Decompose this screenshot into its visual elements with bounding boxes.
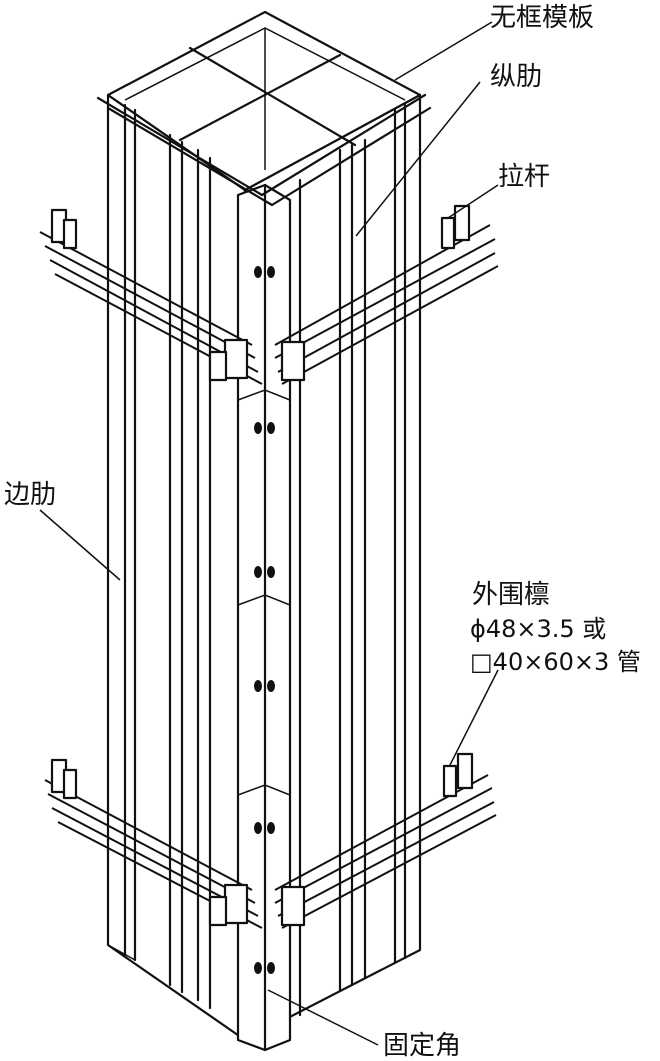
upper-purlin-band bbox=[39, 204, 499, 385]
labels: 无框模板 纵肋 拉杆 边肋 外围檩 ϕ48×3.5 或 □40×60×3 管 固… bbox=[4, 3, 641, 1061]
bolt-holes bbox=[254, 266, 275, 974]
label-outer-purlin-spec-2: □40×60×3 管 bbox=[470, 648, 641, 676]
top-tie-rods bbox=[96, 46, 432, 207]
leader-longitudinal-rib bbox=[355, 81, 481, 237]
label-edge-rib: 边肋 bbox=[4, 480, 56, 510]
fixing-corner-angle bbox=[236, 183, 292, 1052]
longitudinal-ribs-right bbox=[298, 103, 407, 1017]
leader-edge-rib bbox=[39, 509, 121, 581]
leader-lines bbox=[39, 21, 499, 1046]
leader-fixing-angle bbox=[267, 989, 379, 1046]
lower-purlin-band bbox=[44, 752, 497, 929]
label-longitudinal-rib: 纵肋 bbox=[490, 62, 542, 92]
label-frameless-formwork: 无框模板 bbox=[490, 3, 594, 33]
leader-frameless-formwork bbox=[394, 21, 493, 81]
label-tie-rod: 拉杆 bbox=[498, 162, 550, 192]
label-outer-purlin-spec-1: ϕ48×3.5 或 bbox=[470, 615, 606, 643]
label-fixing-angle: 固定角 bbox=[383, 1031, 461, 1061]
edge-ribs-left bbox=[107, 103, 212, 1010]
leader-tie-rod bbox=[447, 184, 499, 219]
label-outer-purlin: 外围檩 bbox=[472, 580, 550, 610]
leader-outer-purlin bbox=[449, 669, 499, 766]
